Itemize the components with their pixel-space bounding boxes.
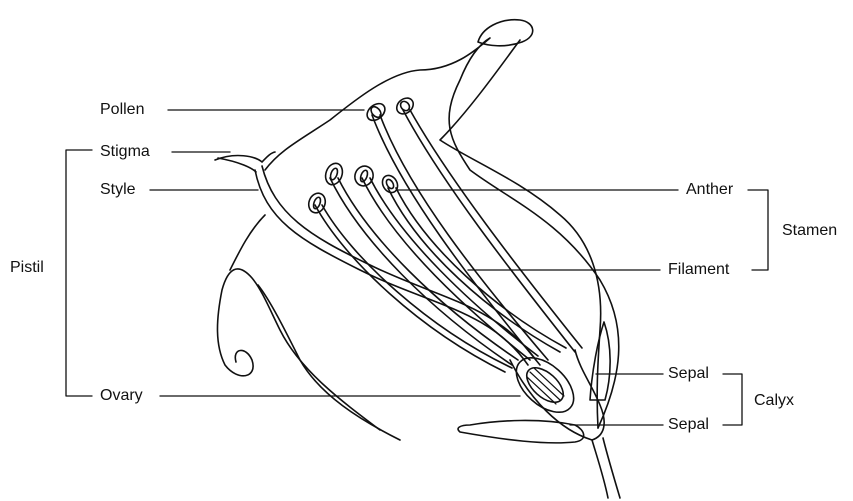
brackets (66, 150, 768, 425)
stem (592, 438, 620, 498)
pistil-label: Pistil (10, 259, 44, 277)
pollen-label: Pollen (100, 101, 144, 119)
right-sepal (590, 322, 610, 400)
pistil-bracket (66, 150, 92, 396)
style-label: Style (100, 181, 136, 199)
back-petal (265, 38, 619, 428)
ovary-label: Ovary (100, 387, 143, 405)
style-shape (255, 170, 528, 365)
stigma-label: Stigma (100, 143, 150, 161)
stamen-bracket (748, 190, 768, 270)
leader-lines (150, 110, 678, 425)
lower-sepal (458, 420, 584, 442)
sepal-lower-label: Sepal (668, 416, 709, 434)
anther-label: Anther (686, 181, 733, 199)
calyx-label: Calyx (754, 392, 794, 410)
left-petal (217, 215, 380, 430)
filament-label: Filament (668, 261, 729, 279)
anther (306, 95, 416, 215)
calyx-bracket (723, 374, 742, 425)
ovary-shape (506, 347, 583, 422)
right-petal (440, 40, 601, 428)
stamen-label: Stamen (782, 222, 837, 240)
sepal-upper-label: Sepal (668, 365, 709, 383)
